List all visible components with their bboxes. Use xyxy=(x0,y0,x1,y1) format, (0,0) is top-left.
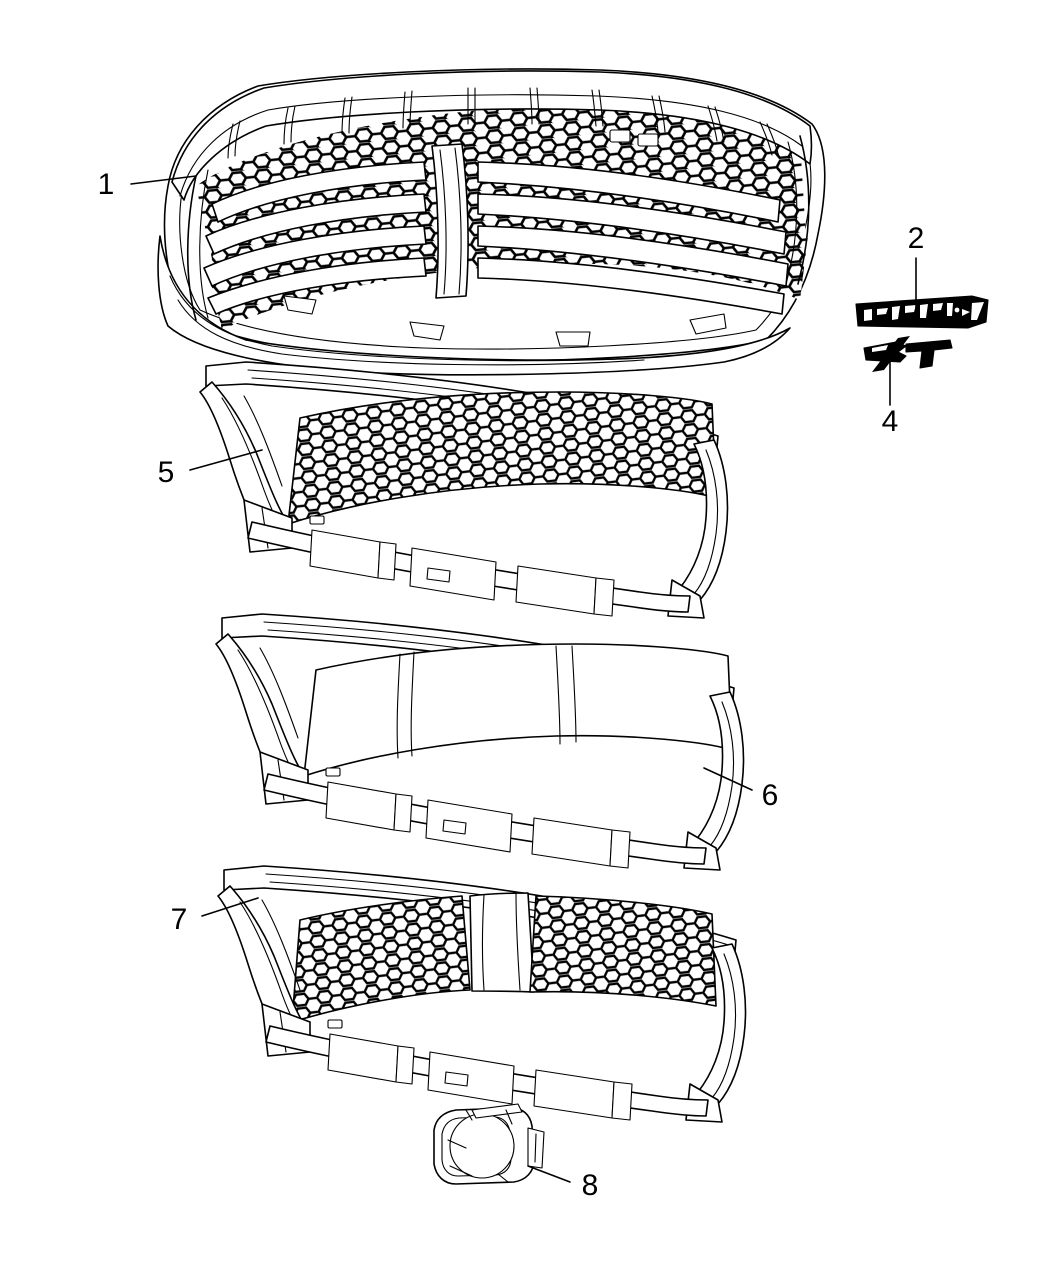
fog-bezel-facet-3 xyxy=(497,1173,509,1183)
fog-bezel-top-tab xyxy=(471,1103,523,1119)
part-rt-emblem[interactable] xyxy=(863,336,953,372)
grille-7-center-rib-b xyxy=(515,892,521,991)
grille-1-valance-line2 xyxy=(177,299,645,366)
grille-7-mesh-right xyxy=(530,896,716,1006)
grille-1-left-jamb-inner xyxy=(199,169,209,319)
grille-7-mount-blocks xyxy=(327,1019,633,1121)
fog-bezel-facet-4 xyxy=(465,1109,473,1121)
grille-7-mesh-left-border xyxy=(291,895,471,1023)
emblem-r-void xyxy=(872,345,888,352)
emblem-slash xyxy=(872,336,910,372)
callout-1[interactable]: 1 xyxy=(98,168,197,201)
grille-6-right-jamb-line xyxy=(709,701,735,847)
grille-7-right-jamb-line xyxy=(711,953,737,1099)
grille-5-left-jamb-line2 xyxy=(243,395,283,487)
fog-bezel-clip-rib xyxy=(534,1133,537,1163)
callout-8[interactable]: 8 xyxy=(527,1165,599,1202)
grille-7-mesh-right-border xyxy=(529,895,717,1007)
grille-6-mount-blocks xyxy=(325,767,631,869)
grille-1-top-ribs xyxy=(227,87,780,159)
grille-1-right-jamb xyxy=(797,135,810,285)
callout-2[interactable]: 2 xyxy=(908,222,925,309)
grille-1-lower-valance xyxy=(157,235,791,376)
callout-1-leader xyxy=(130,175,197,185)
callout-6-number: 6 xyxy=(762,779,779,812)
callout-7[interactable]: 7 xyxy=(171,897,259,936)
callout-8-number: 8 xyxy=(582,1169,599,1202)
badge-bar-outline xyxy=(855,295,989,329)
grille-1-valance-line1 xyxy=(169,275,641,362)
fog-bezel-facet-5 xyxy=(505,1109,513,1125)
fog-bezel-facet-2 xyxy=(449,1165,473,1177)
grille-1-left-jamb xyxy=(186,175,197,321)
callout-2-number: 2 xyxy=(908,222,925,255)
callout-7-number: 7 xyxy=(171,903,188,936)
badge-bar-lettering xyxy=(864,302,984,321)
grille-1-right-jamb-inner xyxy=(785,141,798,285)
grille-7-center-rib-a xyxy=(481,894,485,991)
grille-6-rib-right-b xyxy=(571,645,577,743)
fog-bezel-lamp-aperture xyxy=(449,1113,515,1179)
grille-1-slats-right xyxy=(477,161,789,315)
fog-bezel-facet-1 xyxy=(447,1139,467,1149)
callout-7-leader xyxy=(201,897,259,917)
callout-6[interactable]: 6 xyxy=(703,767,779,812)
grille-1-valance-tabs xyxy=(283,295,727,347)
grille-1-slats-left xyxy=(203,161,427,315)
callout-1-number: 1 xyxy=(98,168,115,201)
part-upper-grille-assembly[interactable] xyxy=(150,68,850,400)
emblem-t-outline xyxy=(905,339,953,369)
part-nameplate-badge[interactable] xyxy=(855,295,989,329)
callout-5-number: 5 xyxy=(158,456,175,489)
emblem-r-outline xyxy=(863,341,907,363)
grille-1-top-band-line xyxy=(179,94,803,197)
grille-6-rib-left-b xyxy=(410,651,415,757)
grille-6-left-jamb-line2 xyxy=(259,647,299,739)
grille-7-center-opening xyxy=(469,892,535,993)
part-lower-grille-mesh-center-open[interactable] xyxy=(217,865,747,1123)
grille-6-rib-left xyxy=(396,653,401,759)
part-lower-grille-open[interactable] xyxy=(215,613,745,871)
grille-7-left-jamb-line2 xyxy=(261,899,301,991)
callout-5[interactable]: 5 xyxy=(158,449,263,489)
callout-8-leader xyxy=(527,1165,571,1183)
callout-5-leader xyxy=(189,449,263,471)
callout-4[interactable]: 4 xyxy=(882,359,899,438)
callout-6-leader xyxy=(703,767,753,791)
callout-4-number: 4 xyxy=(882,405,899,438)
grille-1-top-band xyxy=(171,70,813,201)
grille-6-rib-right xyxy=(555,645,561,745)
part-fog-lamp-bezel[interactable] xyxy=(433,1103,545,1185)
grille-5-right-jamb-line xyxy=(693,449,719,595)
emblem-letter-t xyxy=(906,340,952,368)
grille-1-center-divider xyxy=(431,143,469,299)
grille-5-mount-blocks xyxy=(309,515,615,617)
